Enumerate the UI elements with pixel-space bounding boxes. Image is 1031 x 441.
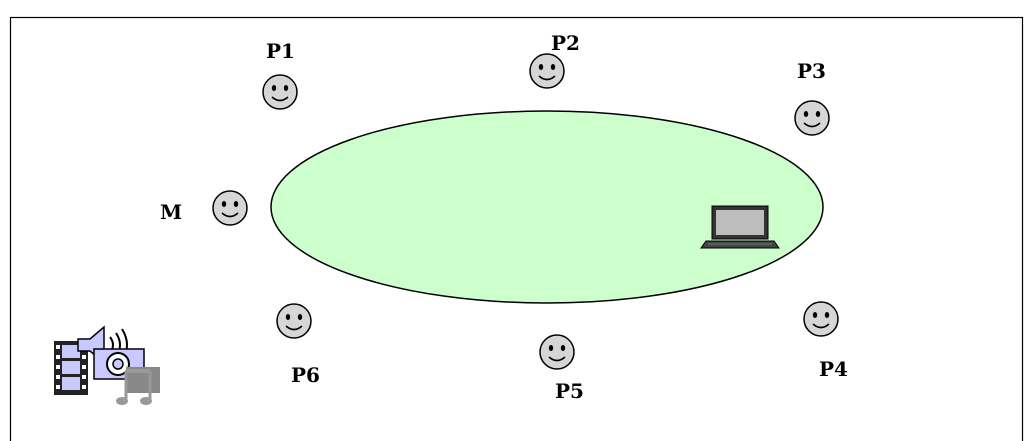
smiley-face-icon-p6 <box>276 303 312 339</box>
smiley-face-icon-p1 <box>262 74 298 110</box>
shared-space-ellipse <box>270 110 824 304</box>
moderator-label: M <box>160 200 183 224</box>
diagram-frame <box>9 16 1024 441</box>
smiley-face-icon-p4 <box>803 301 839 337</box>
participant-label-p6: P6 <box>291 363 320 387</box>
multimedia-clipart-icon <box>54 325 160 405</box>
participant-label-p5: P5 <box>555 379 584 403</box>
participant-label-p4: P4 <box>819 357 848 381</box>
participant-label-p1: P1 <box>266 39 295 63</box>
smiley-face-icon-p3 <box>794 100 830 136</box>
smiley-face-icon-m <box>212 190 248 226</box>
smiley-face-icon-p2 <box>529 53 565 89</box>
participant-label-p2: P2 <box>551 31 580 55</box>
participant-label-p3: P3 <box>797 59 826 83</box>
laptop-icon <box>700 205 780 249</box>
smiley-face-icon-p5 <box>539 334 575 370</box>
